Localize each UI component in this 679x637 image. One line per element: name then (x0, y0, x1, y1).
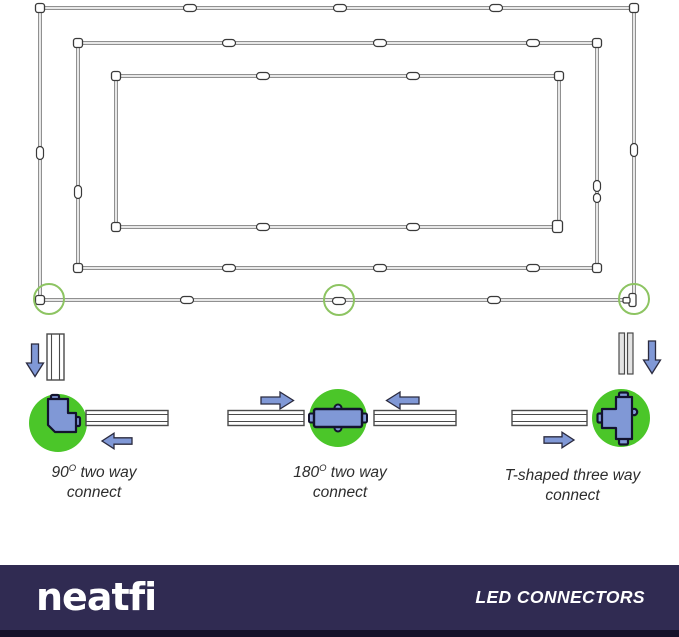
inline-joint-icon (332, 3, 348, 13)
inline-joint-icon (486, 295, 502, 305)
inner-frame-outline (114, 74, 561, 229)
label-superscript: O (68, 462, 77, 474)
connector-body (46, 397, 78, 434)
label-180-degree-connector: 180O two way connect (262, 463, 418, 503)
label-text: 90 (51, 464, 69, 481)
t-connector-icon (596, 391, 639, 446)
label-text: connect (66, 484, 122, 501)
arrow-down-icon (25, 343, 45, 378)
footer-caption: LED CONNECTORS (475, 586, 645, 607)
highlight-circle-left (33, 283, 65, 315)
led-frame-diagram (25, 2, 662, 452)
corner-joint-icon (34, 2, 46, 14)
brand-logo: neatfi (36, 575, 157, 619)
corner-joint-icon (72, 262, 84, 274)
label-text: 180 (293, 464, 320, 481)
footer-bottom-strip (0, 630, 679, 637)
straight-connector-illustration (227, 389, 457, 447)
highlight-circles (33, 283, 650, 316)
outer-led-frame (38, 6, 636, 302)
middle-frame-inner-line (77, 42, 598, 269)
corner-connector-illustration (25, 333, 169, 452)
inline-joint-icon (525, 263, 541, 273)
inner-frame-inner-line (115, 75, 560, 228)
label-text: two way (76, 464, 137, 481)
inline-joint-icon (182, 3, 198, 13)
connector-body (312, 407, 364, 429)
label-t-shaped-connector: T-shaped three way connect (480, 466, 665, 506)
arrow-down-icon (642, 340, 662, 375)
inline-joint-icon (592, 192, 602, 204)
channel-strips-vertical (618, 332, 634, 375)
inline-joint-icon (221, 38, 237, 48)
inline-joint-icon (525, 38, 541, 48)
corner-connector-icon (46, 393, 82, 434)
corner-joint-icon (553, 70, 565, 82)
inline-joint-icon (592, 179, 602, 193)
inline-joint-icon (35, 145, 45, 161)
connector-body (600, 395, 634, 441)
corner-joint-icon (591, 37, 603, 49)
highlight-circle-right (618, 283, 650, 315)
channel-segment-horizontal (511, 409, 588, 427)
inline-joints (35, 3, 639, 306)
inline-joint-icon (405, 71, 421, 81)
t-joint-icon (622, 292, 637, 308)
inline-joint-icon (73, 184, 83, 200)
middle-led-frame (76, 41, 599, 270)
channel-segment-vertical (46, 333, 65, 381)
inline-joint-icon (221, 263, 237, 273)
channel-segment-horizontal (227, 409, 305, 427)
inline-joint-icon (331, 296, 347, 306)
label-text: two way (326, 464, 387, 481)
inline-joint-icon (372, 38, 388, 48)
corner-joint-icon (110, 221, 122, 233)
arrow-right-icon (260, 390, 295, 411)
label-superscript: O (319, 462, 327, 474)
highlight-circle-middle (323, 284, 355, 316)
arrow-right-icon (543, 431, 576, 449)
inline-joint-icon (179, 295, 195, 305)
corner-joints (34, 2, 640, 308)
inline-joint-icon (255, 71, 271, 81)
label-text: connect (312, 484, 368, 501)
inline-joint-icon (405, 222, 421, 232)
inline-joint-icon (629, 142, 639, 158)
t-connector-illustration (511, 332, 662, 449)
corner-joint-icon (72, 37, 84, 49)
inline-joint-icon (488, 3, 504, 13)
channel-segment-horizontal (85, 409, 169, 427)
label-text: connect (545, 487, 600, 504)
corner-joint-icon (34, 294, 46, 306)
arrow-left-icon (100, 432, 133, 450)
straight-connector-icon (308, 403, 368, 433)
inline-joint-icon (372, 263, 388, 273)
inline-joint-icon (255, 222, 271, 232)
footer-bar: neatfi LED CONNECTORS (0, 565, 679, 637)
channel-segment-horizontal (373, 409, 457, 427)
outer-frame-inner-line (39, 7, 635, 301)
arrow-left-icon (385, 390, 420, 411)
corner-joint-icon (591, 262, 603, 274)
corner-joint-icon (551, 219, 564, 234)
corner-joint-icon (110, 70, 122, 82)
inner-led-frame (114, 74, 561, 229)
corner-joint-icon (628, 2, 640, 14)
label-text: T-shaped three way (504, 467, 641, 484)
outer-frame-outline (38, 6, 636, 302)
label-90-degree-connector: 90O two way connect (16, 463, 172, 503)
